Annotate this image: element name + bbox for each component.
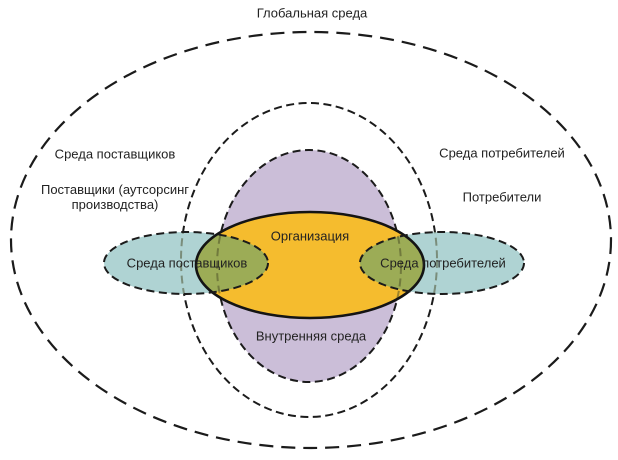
suppliers-environment-border	[103, 231, 269, 295]
suppliers-organization-overlap	[196, 232, 268, 294]
global-environment-ellipse	[9, 30, 613, 450]
consumers-environment-border	[359, 231, 525, 295]
suppliers-outsourcing-label: Поставщики (аутсорсинг производства)	[40, 181, 190, 212]
suppliers-environment-inner-label: Среда поставщиков	[126, 255, 248, 271]
organization-ellipse	[196, 212, 424, 318]
organization-label: Организация	[270, 228, 350, 244]
middle-ellipse-overlay-dashes	[180, 212, 438, 318]
organization-border	[194, 210, 426, 320]
suppliers-environment-outer-label: Среда поставщиков	[54, 146, 176, 162]
consumers-environment-outer-label: Среда потребителей	[439, 145, 565, 161]
internal-environment-label: Внутренняя среда	[255, 328, 367, 344]
internal-ellipse-overlay-dashes	[216, 212, 402, 318]
global-environment-label: Глобальная среда	[256, 5, 368, 21]
consumers-label: Потребители	[462, 189, 542, 205]
consumers-environment-inner-label: Среда потребителей	[380, 255, 506, 271]
